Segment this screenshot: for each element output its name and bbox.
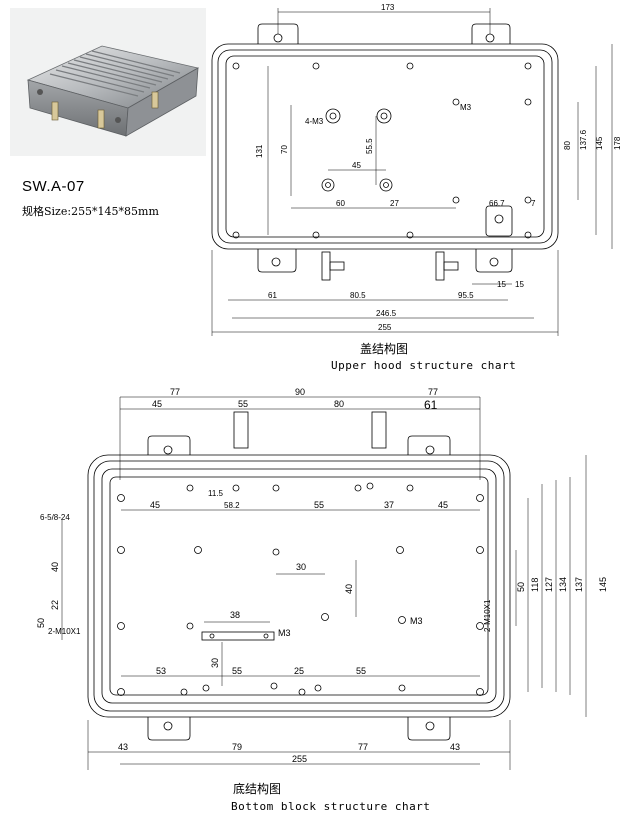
dim-15b: 15 xyxy=(515,280,524,289)
dim-right-145: 145 xyxy=(598,577,608,592)
dim-80-5: 80.5 xyxy=(350,291,366,300)
dim-60: 60 xyxy=(336,199,345,208)
dim-left-50: 50 xyxy=(36,618,46,628)
dim-left-131: 131 xyxy=(255,144,264,158)
dim-right-137: 137 xyxy=(574,577,584,592)
dim-61: 61 xyxy=(268,291,277,300)
dim-row-b-25: 25 xyxy=(294,666,304,676)
dim-top: 173 xyxy=(381,3,395,12)
dim-right-118: 118 xyxy=(530,578,540,592)
dim-95-5: 95.5 xyxy=(458,291,474,300)
bottom-caption-cn: 底结构图 xyxy=(233,782,282,796)
dim-right-134: 134 xyxy=(558,577,568,592)
bottom-caption-en: Bottom block structure chart xyxy=(231,800,431,813)
dim-15a: 15 xyxy=(497,280,506,289)
dim-246-5: 246.5 xyxy=(376,309,397,318)
dim-row-a-45: 45 xyxy=(150,500,160,510)
label-m3-a: M3 xyxy=(278,628,291,638)
dim-80: 80 xyxy=(334,399,344,409)
dim-row-a-37: 37 xyxy=(384,500,394,510)
dim-11-5: 11.5 xyxy=(208,489,224,498)
dim-bottom-43a: 43 xyxy=(118,742,128,752)
dim-58-2: 58.2 xyxy=(224,501,240,510)
dim-66-7: 66.7 xyxy=(489,199,505,208)
dim-inner-40: 40 xyxy=(344,584,354,594)
dim-left-40: 40 xyxy=(50,562,60,572)
model-number: SW.A-07 xyxy=(22,178,85,195)
dim-45: 45 xyxy=(152,399,162,409)
label-m3-b: M3 xyxy=(410,616,423,626)
dim-inner-30b: 30 xyxy=(210,658,220,668)
dim-27: 27 xyxy=(390,199,399,208)
dim-right-137: 137.6 xyxy=(579,129,588,150)
label-6-5-8-24: 6-5/8-24 xyxy=(40,513,70,522)
dim-inner-38: 38 xyxy=(230,610,240,620)
dim-right-127: 127 xyxy=(544,577,554,592)
dim-row-a-55: 55 xyxy=(314,500,324,510)
dim-bottom-255: 255 xyxy=(292,754,307,764)
dim-61: 61 xyxy=(424,398,438,412)
dim-bottom-77: 77 xyxy=(358,742,368,752)
dim-bottom-79: 79 xyxy=(232,742,242,752)
dim-top-77a: 77 xyxy=(170,387,180,397)
upper-caption-en: Upper hood structure chart xyxy=(331,359,517,372)
upper-caption-cn: 盖结构图 xyxy=(360,342,409,356)
dim-right-178: 178 xyxy=(613,136,622,150)
dim-45: 45 xyxy=(352,161,361,170)
dim-inner-30: 30 xyxy=(296,562,306,572)
dim-top-77b: 77 xyxy=(428,387,438,397)
dim-row-b-55: 55 xyxy=(232,666,242,676)
dim-row-b-55b: 55 xyxy=(356,666,366,676)
dim-top-90: 90 xyxy=(295,387,305,397)
dim-right-50: 50 xyxy=(516,582,526,592)
product-photo xyxy=(10,8,206,156)
dim-row-b-53: 53 xyxy=(156,666,166,676)
dim-bottom-43b: 43 xyxy=(450,742,460,752)
dim-70: 70 xyxy=(280,145,289,154)
dim-7: 7 xyxy=(531,199,536,208)
dim-right-80: 80 xyxy=(563,141,572,150)
dim-row-a-45b: 45 xyxy=(438,500,448,510)
dim-255: 255 xyxy=(378,323,392,332)
label-2-m10x1: 2-M10X1 xyxy=(48,627,81,636)
label-4-m3: 4-M3 xyxy=(305,117,324,126)
size-spec: 规格Size:255*145*85mm xyxy=(22,205,159,218)
dim-55: 55 xyxy=(238,399,248,409)
dim-left-22: 22 xyxy=(50,600,60,610)
dim-55-5: 55.5 xyxy=(365,138,374,154)
label-m3: M3 xyxy=(460,103,472,112)
dim-right-145: 145 xyxy=(595,136,604,150)
label-2-m10x1-right: 2-M10X1 xyxy=(483,599,492,632)
